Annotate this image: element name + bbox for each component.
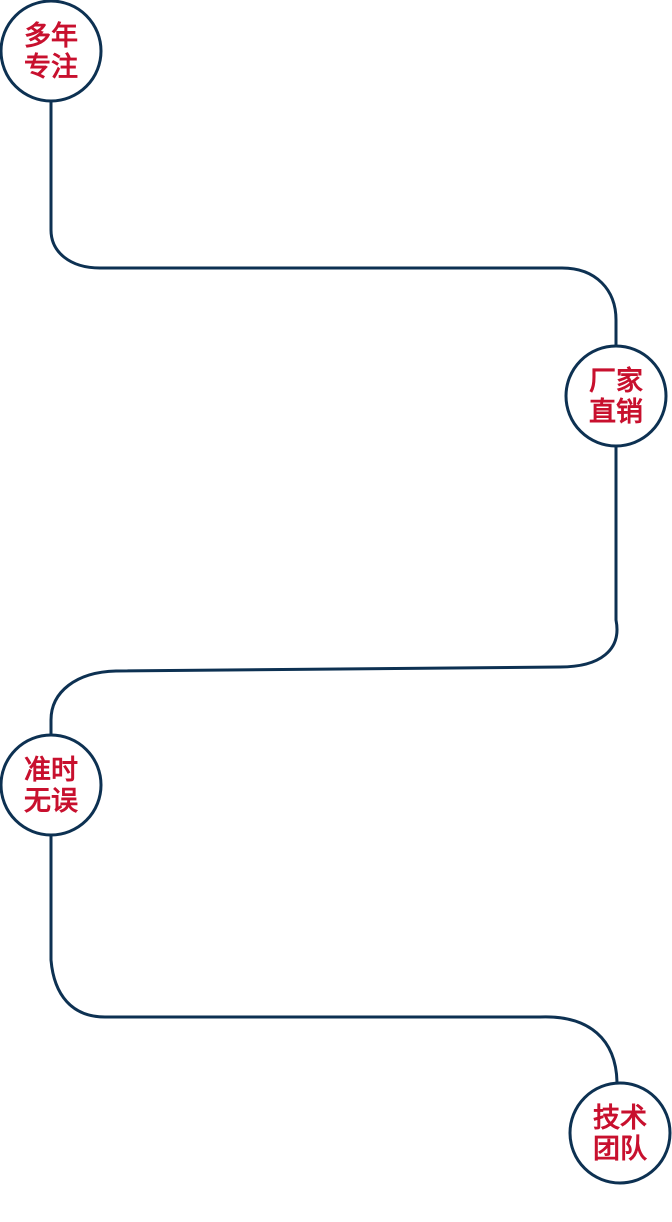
node-multi-year-focus: 多年 专注 [0, 0, 103, 103]
node-circle [564, 344, 668, 448]
node-label-line2: 专注 [24, 51, 78, 83]
node-label-line1: 厂家 [589, 365, 643, 397]
node-label-line1: 准时 [24, 755, 78, 786]
node-label-line2: 直销 [589, 397, 643, 428]
node-circle [0, 0, 103, 103]
node-circle [0, 733, 103, 837]
node-tech-team: 技术 团队 [568, 1081, 672, 1185]
node-label-line2: 团队 [593, 1134, 648, 1165]
connector-3-4 [49, 833, 619, 1084]
node-label-line1: 多年 [24, 20, 78, 52]
connector-1-2 [49, 99, 618, 347]
node-label-line2: 无误 [24, 786, 79, 817]
node-label-line1: 技术 [593, 1103, 647, 1134]
connector-2-3 [49, 445, 619, 737]
node-factory-direct: 厂家 直销 [564, 344, 668, 448]
node-circle [568, 1081, 672, 1185]
node-on-time: 准时 无误 [0, 733, 103, 837]
